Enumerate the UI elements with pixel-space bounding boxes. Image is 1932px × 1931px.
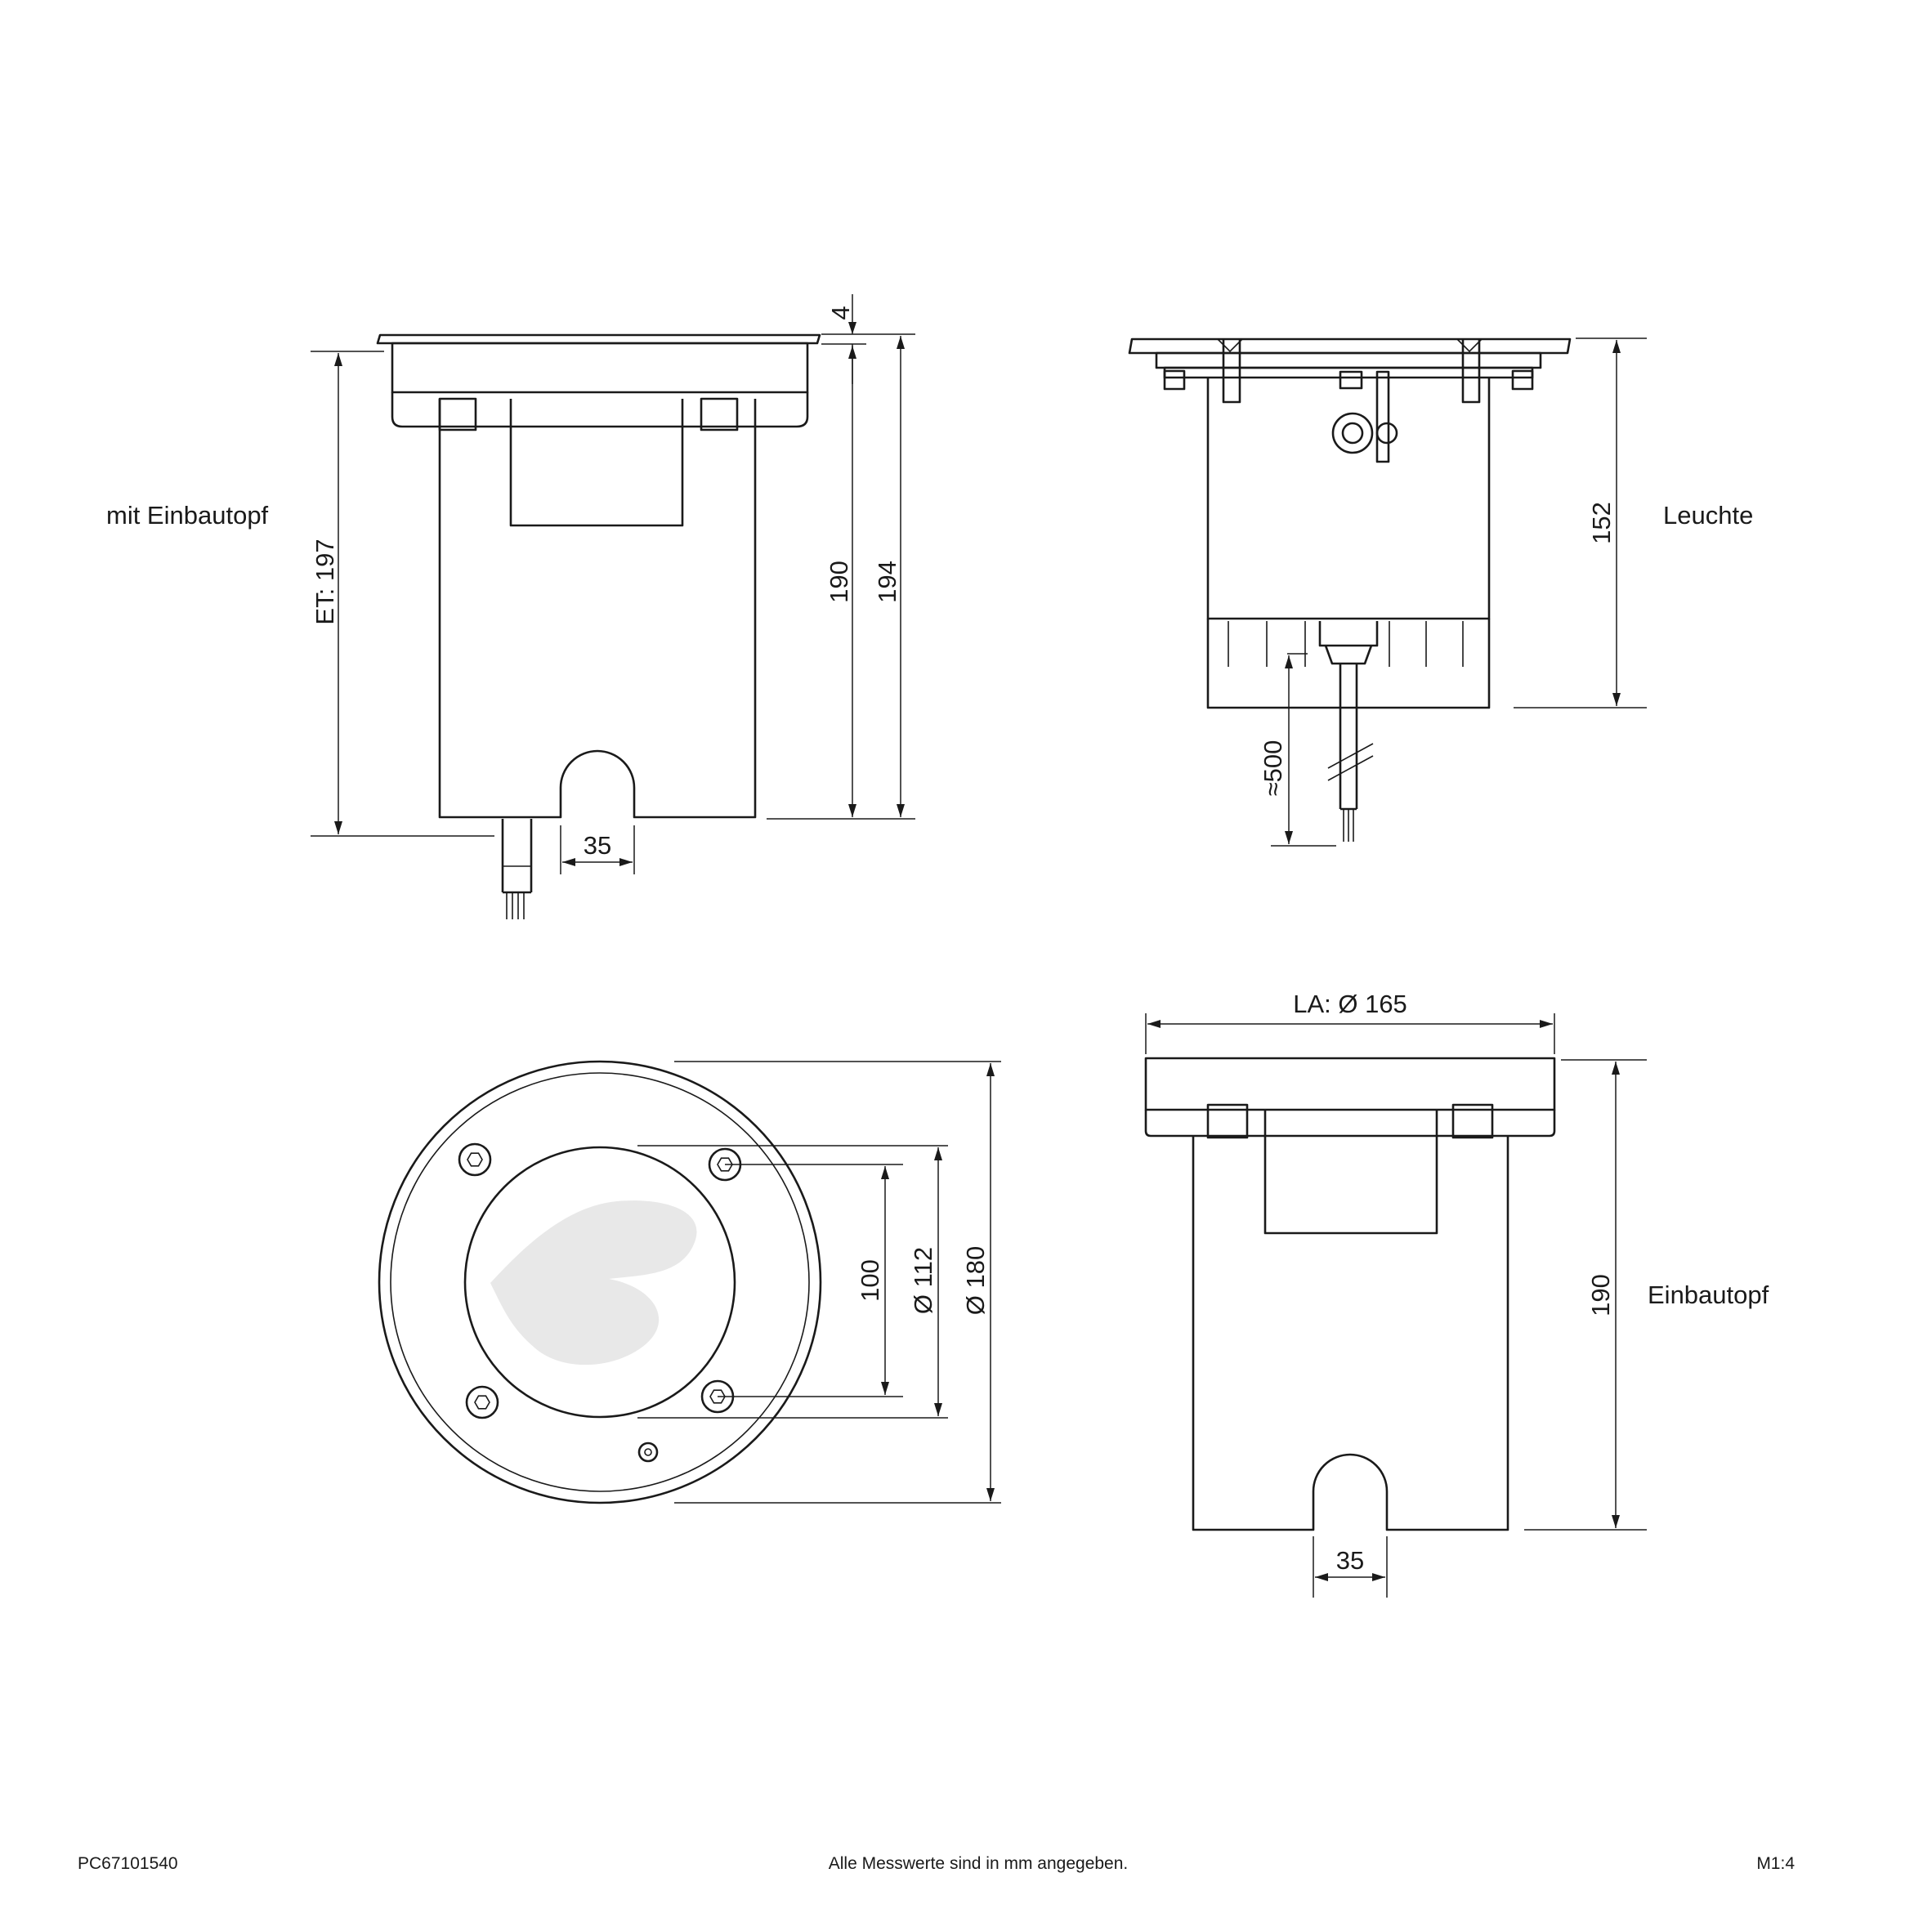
footer: PC67101540 Alle Messwerte sind in mm ang… — [78, 1854, 1795, 1873]
view-side-with-box: mit Einbautopf 4 190 194 ET: 197 35 — [106, 294, 915, 919]
fixture-outline — [376, 333, 821, 919]
top-outline — [378, 1060, 822, 1504]
dimension-lines — [311, 294, 915, 874]
dim-box-190: 190 — [1586, 1274, 1615, 1316]
dimension-lines — [1145, 1013, 1647, 1598]
dim-notch-35: 35 — [584, 831, 611, 860]
logo-mark — [490, 1200, 697, 1366]
screw-top-left — [458, 1142, 492, 1177]
view-luminaire: Leuchte 152 ≈500 — [1128, 337, 1753, 847]
dim-dia-180: Ø 180 — [961, 1246, 990, 1315]
view-box: LA: Ø 165 190 35 Einbautopf — [1144, 990, 1769, 1598]
dim-et-197: ET: 197 — [311, 539, 339, 624]
dim-box-notch-35: 35 — [1336, 1546, 1364, 1575]
caption-einbautopf: Einbautopf — [1648, 1281, 1769, 1309]
scale-label: M1:4 — [1756, 1854, 1795, 1873]
article-number: PC67101540 — [78, 1854, 178, 1873]
view-top: 100 Ø 112 Ø 180 — [378, 1060, 1001, 1504]
dim-100: 100 — [856, 1259, 884, 1302]
box-outline — [1144, 1057, 1556, 1531]
dim-la-165: LA: Ø 165 — [1293, 990, 1407, 1018]
dim-190: 190 — [825, 561, 853, 603]
dim-152: 152 — [1587, 502, 1616, 544]
dim-dia-112: Ø 112 — [909, 1247, 937, 1314]
caption-mit-einbautopf: mit Einbautopf — [106, 501, 269, 530]
caption-leuchte: Leuchte — [1663, 501, 1753, 530]
luminaire-outline — [1128, 337, 1572, 842]
measurement-note: Alle Messwerte sind in mm angegeben. — [829, 1854, 1129, 1873]
dimension-lines — [637, 1061, 1001, 1504]
dim-4: 4 — [826, 306, 855, 320]
screw-bottom-left — [465, 1385, 499, 1419]
dim-194: 194 — [873, 561, 901, 603]
dim-cable-500: ≈500 — [1259, 740, 1287, 797]
dimension-lines — [1271, 337, 1647, 847]
